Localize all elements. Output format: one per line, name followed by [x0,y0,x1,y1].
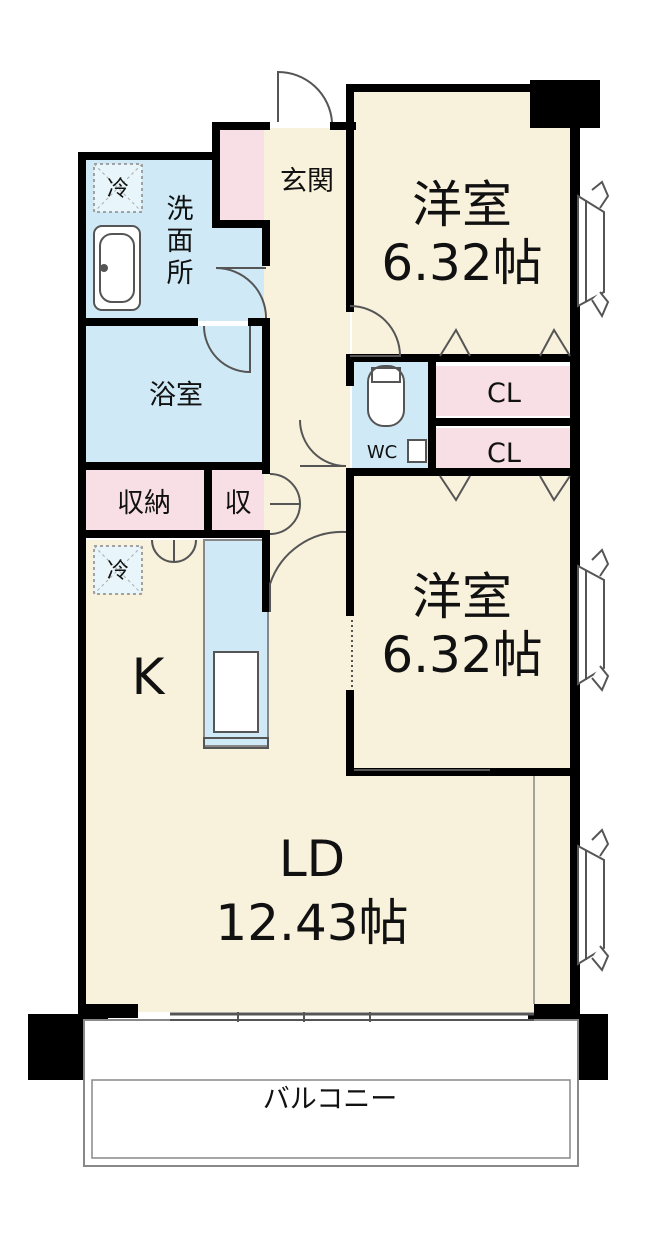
fridge-space-kitchen: 冷 [93,545,143,595]
wall-wash-bath [78,318,198,326]
balcony-name: バルコニー [263,1084,397,1115]
storage-k-door-l [151,539,175,564]
bay-windows [577,180,610,972]
kitchen-name: K [132,648,166,706]
fridge-label-1: 冷 [107,177,129,202]
balcony-inner [91,1079,571,1159]
wall-room-mid-left-b [346,690,354,776]
wall-bath-storage [78,462,270,470]
shoe-closet-floor [218,128,264,222]
wall-left [78,152,86,1022]
toilet-name: WC [367,442,397,463]
wall-storage-div [204,462,212,538]
storage-door-2 [269,503,301,535]
wall-toilet-right [428,354,436,476]
wall-shoe-top [212,122,270,130]
closet-1-name: CL [487,378,521,409]
entrance-name: 玄関 [280,166,334,197]
closet-1-floor [436,366,574,416]
toilet-sink [407,439,427,463]
closet-2-name: CL [487,438,521,469]
bathroom-door [203,325,251,374]
toilet-bowl [367,365,405,427]
bathroom-name: 浴室 [149,380,203,411]
storage-small-name: 収 [225,488,252,519]
wall-cl-divider [428,418,578,426]
bay-window-top [577,180,610,319]
wall-wash-bath-r [248,318,270,326]
room-labels: 洋室 6.32帖 洋室 6.32帖 LD 12.43帖 K 玄関 洗 面 所 浴… [117,166,543,1115]
entrance-door [277,70,333,123]
closet-1-bifold [439,327,571,357]
wall-room-top-right [570,120,580,1020]
entrance-floor [264,128,350,226]
counter-edge [203,737,269,749]
western-room-top-size: 6.32帖 [381,234,542,292]
ld-name: LD [279,830,345,888]
wall-hall-left-c [262,530,270,612]
wall-storage-bottom [78,530,270,538]
wall-room-top-top [346,84,536,92]
western-room-mid-name: 洋室 [412,568,512,626]
toilet-tank [371,367,401,383]
bathroom-floor [84,326,264,462]
balcony-outline [83,1019,579,1167]
toilet-door [299,419,347,467]
faucet [100,264,108,272]
stove [213,651,259,733]
wall-entrance-top-r [330,122,356,130]
wall-shoe-left [212,122,220,228]
wall-room-mid-left [346,468,354,616]
fridge-label-2: 冷 [107,559,129,584]
closet-2-floor [436,428,574,472]
storage-k-door-r [173,539,197,563]
wall-hall-left-a [262,222,270,266]
wall-washroom-top [78,152,218,160]
western-room-top-floor [352,88,574,360]
western-room-mid-floor [352,476,574,772]
room-top-door [349,305,402,357]
ld-door [269,530,347,612]
washroom-char-3: 所 [167,258,194,289]
fixtures [93,225,427,749]
closet-2-bifold [439,475,571,502]
hallway-floor [264,226,350,544]
washroom-char-2: 面 [167,226,194,257]
doors [151,70,571,1004]
storage-large-name: 収納 [117,488,171,519]
balcony [83,1012,579,1167]
storage-small-floor [212,470,264,534]
wall-toilet-left [346,354,354,386]
western-room-top-name: 洋室 [412,176,512,234]
washbasin [93,225,141,311]
storage-door-1 [269,473,302,505]
washroom-door [215,267,267,319]
fridge-space-washroom: 冷 [93,163,143,213]
wall-shoe-bottom [212,220,270,228]
column-top-right [530,80,600,128]
wall-toilet-bottom [346,468,578,476]
storage-large-floor [84,470,204,534]
bay-window-ld [577,828,610,972]
wall-hall-left-b [262,318,270,474]
western-room-mid-size: 6.32帖 [381,626,542,684]
wall-toilet-top [346,354,578,362]
wall-room-mid-bottom [346,768,578,776]
washroom-char-1: 洗 [167,194,194,225]
ld-size: 12.43帖 [215,894,408,952]
bay-window-mid [577,548,610,692]
wall-room-top-left-a [346,84,354,312]
